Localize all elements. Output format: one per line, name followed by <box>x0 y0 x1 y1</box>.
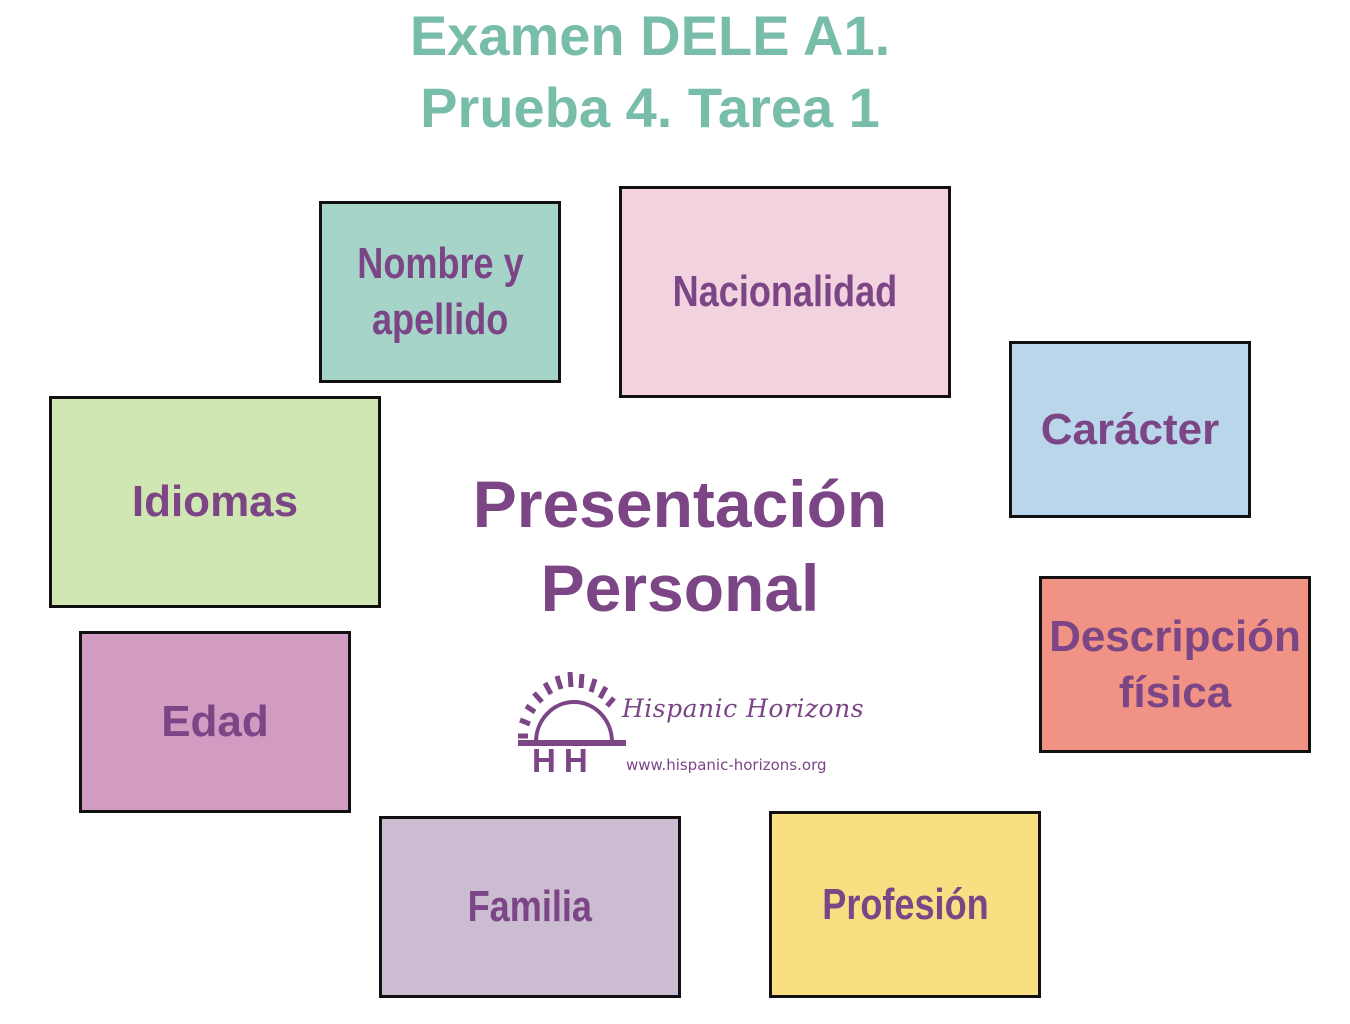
topic-label: Descripción <box>1049 611 1301 661</box>
topic-box-profesion: Profesión <box>769 811 1041 998</box>
page-title-line-1: Examen DELE A1. <box>409 4 891 67</box>
topic-label: Profesión <box>821 879 989 929</box>
topic-label: Nacionalidad <box>672 267 898 316</box>
topic-box-idiomas: Idiomas <box>49 396 381 608</box>
central-topic-line-2: Personal <box>540 551 820 625</box>
sun-rising-icon <box>518 671 626 746</box>
page-title-line-2: Prueba 4. Tarea 1 <box>420 76 880 139</box>
central-topic-line-1: Presentación <box>472 467 888 541</box>
topic-box-caracter: Carácter <box>1009 341 1251 518</box>
topic-label: Nombre y <box>356 239 524 288</box>
topic-label: Familia <box>467 882 593 931</box>
logo-url: www.hispanic-horizons.org <box>626 756 827 774</box>
topic-label: Idiomas <box>131 477 299 526</box>
topic-box-edad: Edad <box>79 631 351 813</box>
logo-name: Hispanic Horizons <box>622 694 865 723</box>
topic-label: apellido <box>371 295 509 344</box>
logo-initials: HH <box>532 742 596 779</box>
topic-label: Edad <box>161 697 269 746</box>
topic-label: física <box>1118 667 1232 717</box>
topic-box-nombre: Nombre y apellido <box>319 201 561 383</box>
hispanic-horizons-logo: Hispanic Horizons HH www.hispanic-horizo… <box>518 664 864 780</box>
topic-box-nacionalidad: Nacionalidad <box>619 186 951 398</box>
topic-box-familia: Familia <box>379 816 681 998</box>
central-topic: Presentación Personal <box>430 462 930 630</box>
topic-box-descripcion: Descripción física <box>1039 576 1311 753</box>
topic-label: Carácter <box>1040 404 1220 454</box>
